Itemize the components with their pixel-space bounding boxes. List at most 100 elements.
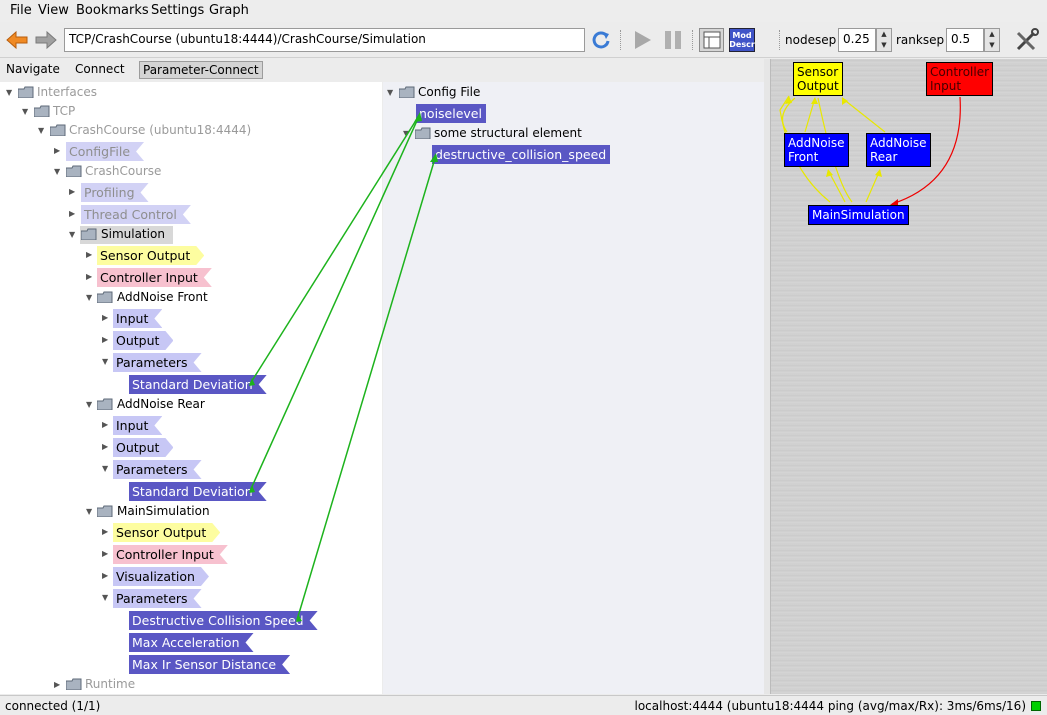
back-button[interactable] [5, 29, 29, 51]
menu-settings[interactable]: Settings [151, 3, 205, 18]
pane-splitter[interactable] [764, 59, 770, 694]
pause-button[interactable] [661, 28, 685, 52]
tree-item-rear-output[interactable]: Output [113, 438, 173, 457]
collapse-arrow-icon[interactable]: ▶ [102, 313, 109, 322]
collapse-arrow-icon[interactable]: ▶ [102, 527, 109, 536]
tree-item-runtime[interactable]: Runtime [85, 677, 136, 691]
tools-button[interactable] [1013, 27, 1041, 53]
tree-item-thread-control[interactable]: Thread Control [81, 205, 191, 224]
graph-node-addnoise-front[interactable]: AddNoise Front [784, 133, 849, 167]
graph-node-mainsimulation[interactable]: MainSimulation [808, 205, 909, 225]
tree-item-front-standard-deviation[interactable]: Standard Deviation [129, 375, 267, 394]
tree-item-front-input[interactable]: Input [113, 309, 162, 328]
expand-arrow-icon[interactable]: ▼ [86, 400, 93, 409]
tree-item-rear-standard-deviation[interactable]: Standard Deviation [129, 482, 267, 501]
tree-item-tcp[interactable]: TCP [53, 104, 76, 118]
config-item-structural-element[interactable]: some structural element [434, 126, 582, 140]
expand-arrow-icon[interactable]: ▼ [6, 88, 13, 97]
tree-item-controller-input[interactable]: Controller Input [97, 268, 212, 287]
tab-bar: Navigate Connect Parameter-Connect [0, 59, 764, 80]
tree-item-front-output[interactable]: Output [113, 331, 173, 350]
connection-status: connected (1/1) [5, 699, 101, 713]
ranksep-stepper[interactable]: ▲▼ [984, 28, 1000, 52]
menu-bar: File View Bookmarks Settings Graph [0, 0, 1047, 22]
expand-arrow-icon[interactable]: ▼ [86, 507, 93, 516]
tree-item-crashcourse[interactable]: CrashCourse [85, 164, 162, 178]
tree-item-interfaces[interactable]: Interfaces [37, 85, 97, 99]
play-icon [635, 31, 651, 49]
tree-item-mainsimulation[interactable]: MainSimulation [117, 504, 210, 518]
collapse-arrow-icon[interactable]: ▶ [54, 146, 61, 155]
module-description-button[interactable]: Mod Descr [729, 28, 755, 52]
tree-item-main-controller-input[interactable]: Controller Input [113, 545, 228, 564]
tree-item-main-sensor-output[interactable]: Sensor Output [113, 523, 220, 542]
ranksep-spinbox[interactable]: 0.5 [946, 28, 984, 52]
tree-item-addnoise-rear[interactable]: AddNoise Rear [117, 397, 205, 411]
forward-button[interactable] [34, 29, 58, 51]
expand-arrow-icon[interactable]: ▼ [69, 230, 76, 239]
tree-item-addnoise-front[interactable]: AddNoise Front [117, 290, 208, 304]
grid-layout-icon [703, 31, 720, 49]
expand-arrow-icon[interactable]: ▼ [86, 293, 93, 302]
collapse-arrow-icon[interactable]: ▶ [102, 442, 109, 451]
collapse-arrow-icon[interactable]: ▶ [86, 272, 93, 281]
nodesep-spinbox[interactable]: 0.25 [838, 28, 876, 52]
graph-node-sensor-output[interactable]: Sensor Output [793, 62, 843, 96]
refresh-button[interactable] [590, 29, 612, 51]
tree-item-max-ir-sensor-distance[interactable]: Max Ir Sensor Distance [129, 655, 290, 674]
graph-node-addnoise-rear[interactable]: AddNoise Rear [866, 133, 931, 167]
tree-item-configfile[interactable]: ConfigFile [66, 142, 144, 161]
graph-node-label: Output [797, 79, 839, 93]
tab-parameter-connect[interactable]: Parameter-Connect [139, 61, 263, 79]
expand-arrow-icon[interactable]: ▼ [38, 126, 45, 135]
address-field[interactable]: TCP/CrashCourse (ubuntu18:4444)/CrashCou… [64, 28, 585, 52]
tree-item-sensor-output[interactable]: Sensor Output [97, 246, 204, 265]
expand-arrow-icon[interactable]: ▼ [102, 593, 109, 602]
nodesep-stepper[interactable]: ▲▼ [876, 28, 892, 52]
graph-node-controller-input[interactable]: Controller Input [926, 62, 993, 96]
collapse-arrow-icon[interactable]: ▶ [102, 335, 109, 344]
folder-icon [97, 291, 113, 303]
collapse-arrow-icon[interactable]: ▶ [69, 187, 76, 196]
menu-bookmarks[interactable]: Bookmarks [76, 3, 149, 18]
folder-icon [66, 678, 82, 690]
tree-item-main-visualization[interactable]: Visualization [113, 567, 209, 586]
menu-file[interactable]: File [10, 3, 32, 18]
config-item-noiselevel[interactable]: noiselevel [416, 104, 486, 123]
tab-navigate[interactable]: Navigate [6, 62, 60, 76]
folder-icon [97, 505, 113, 517]
expand-arrow-icon[interactable]: ▼ [403, 129, 410, 138]
folder-icon [97, 398, 113, 410]
tree-item-rear-parameters[interactable]: Parameters [113, 460, 202, 479]
selection-highlight [80, 226, 173, 244]
expand-arrow-icon[interactable]: ▼ [54, 167, 61, 176]
tree-item-crashcourse-connection[interactable]: CrashCourse (ubuntu18:4444) [69, 123, 252, 137]
tree-item-rear-input[interactable]: Input [113, 416, 162, 435]
tree-item-front-parameters[interactable]: Parameters [113, 353, 202, 372]
config-item-destructive-collision-speed[interactable]: destructive_collision_speed [432, 145, 611, 164]
expand-arrow-icon[interactable]: ▼ [102, 357, 109, 366]
menu-view[interactable]: View [38, 3, 69, 18]
mod-descr-line1: Mod [732, 31, 752, 40]
layout-toggle-button[interactable] [699, 28, 724, 52]
play-button[interactable] [630, 28, 654, 52]
collapse-arrow-icon[interactable]: ▶ [102, 549, 109, 558]
menu-graph[interactable]: Graph [209, 3, 249, 18]
folder-icon [50, 124, 66, 136]
config-file-root[interactable]: Config File [418, 85, 481, 99]
tree-item-main-parameters[interactable]: Parameters [113, 589, 202, 608]
tree-item-max-acceleration[interactable]: Max Acceleration [129, 633, 254, 652]
tree-item-profiling[interactable]: Profiling [81, 183, 149, 202]
collapse-arrow-icon[interactable]: ▶ [54, 680, 61, 689]
expand-arrow-icon[interactable]: ▼ [22, 107, 29, 116]
tree-item-simulation[interactable]: Simulation [101, 227, 165, 241]
expand-arrow-icon[interactable]: ▼ [102, 464, 109, 473]
collapse-arrow-icon[interactable]: ▶ [69, 209, 76, 218]
config-file-tree[interactable] [383, 82, 764, 694]
collapse-arrow-icon[interactable]: ▶ [102, 420, 109, 429]
tree-item-destructive-collision-speed[interactable]: Destructive Collision Speed [129, 611, 318, 630]
collapse-arrow-icon[interactable]: ▶ [86, 250, 93, 259]
collapse-arrow-icon[interactable]: ▶ [102, 571, 109, 580]
tab-connect[interactable]: Connect [75, 62, 125, 76]
expand-arrow-icon[interactable]: ▼ [387, 88, 394, 97]
